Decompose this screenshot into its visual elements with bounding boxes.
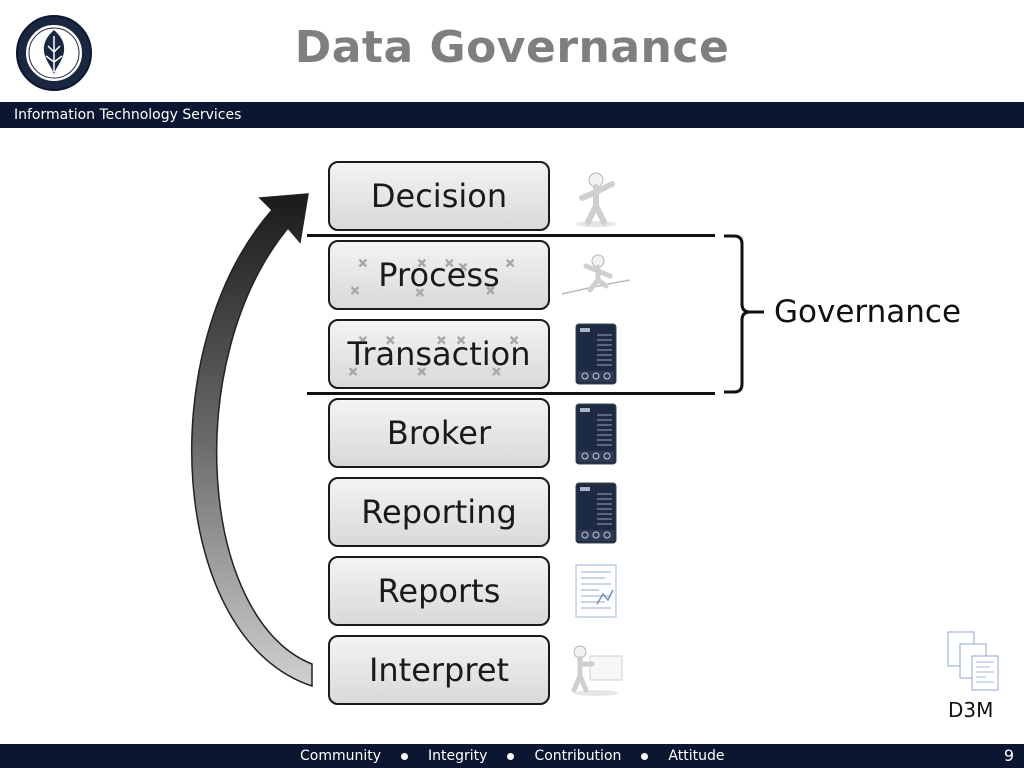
document-stack-icon — [947, 631, 999, 691]
server-icon — [575, 323, 617, 385]
footer-bar: Community Integrity Contribution Attitud… — [0, 744, 1024, 768]
layer-process: Process — [328, 240, 550, 310]
governance-label: Governance — [774, 294, 962, 330]
server-icon — [575, 482, 617, 544]
person-gesturing-icon — [576, 172, 616, 227]
layer-label: Decision — [370, 177, 508, 215]
footer-values: Community Integrity Contribution Attitud… — [300, 748, 724, 764]
layer-broker: Broker — [328, 398, 550, 468]
layer-label: Transaction — [347, 335, 531, 373]
person-tightrope-icon — [561, 254, 631, 295]
layer-label: Reporting — [361, 493, 517, 531]
layer-label: Broker — [386, 414, 492, 452]
person-with-board-icon — [571, 645, 623, 696]
layer-label: Reports — [377, 572, 501, 610]
governance-brace — [724, 234, 764, 394]
governance-top-line — [307, 234, 715, 237]
report-document-icon — [575, 564, 617, 618]
layer-reports: Reports — [328, 556, 550, 626]
footer-value: Attitude — [668, 748, 725, 764]
layer-label: Interpret — [368, 651, 510, 689]
slide-title: Data Governance — [294, 22, 730, 73]
footer-value: Integrity — [428, 748, 488, 764]
layer-interpret: Interpret — [328, 635, 550, 705]
header-bar: Information Technology Services — [0, 102, 1024, 128]
layer-transaction: Transaction — [328, 319, 550, 389]
server-icon — [575, 403, 617, 465]
layer-decision: Decision — [328, 161, 550, 231]
bullet-dot — [401, 752, 409, 760]
cross-marks — [348, 335, 519, 376]
layer-label: Process — [378, 256, 500, 294]
bullet-dot — [507, 752, 515, 760]
footer-value: Contribution — [534, 748, 622, 764]
cross-marks — [350, 258, 515, 297]
bullet-dot — [641, 752, 649, 760]
department-name: Information Technology Services — [14, 107, 242, 123]
governance-bottom-line — [307, 392, 715, 395]
page-number: 9 — [1003, 746, 1014, 765]
layer-reporting: Reporting — [328, 477, 550, 547]
d3m-label: D3M — [948, 698, 994, 722]
footer-value: Community — [300, 748, 382, 764]
university-seal-icon — [16, 15, 92, 91]
feedback-arrow — [191, 193, 313, 688]
